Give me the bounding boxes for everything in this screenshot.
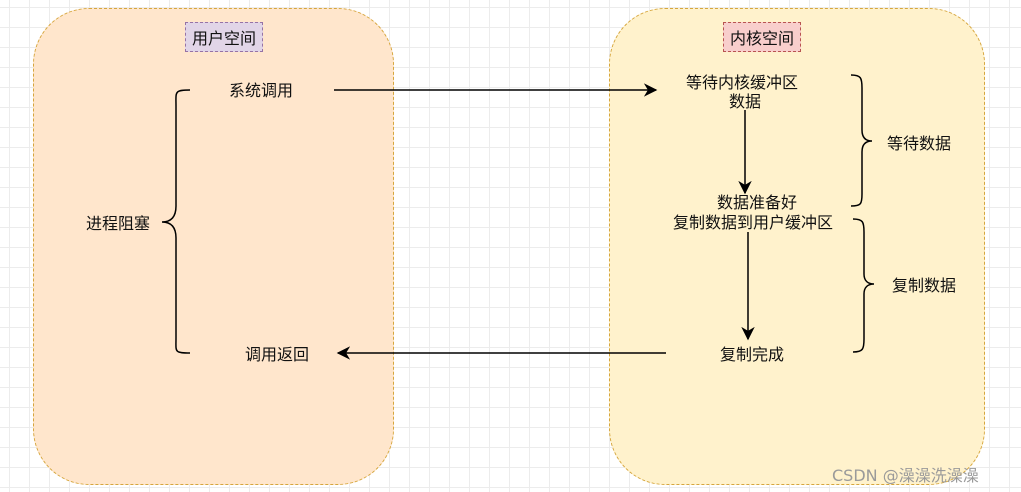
blocked-label: 进程阻塞	[86, 214, 151, 233]
data-ready-label: 数据准备好	[717, 193, 798, 212]
user-space-title: 用户空间	[185, 22, 264, 52]
kernel-space-title: 内核空间	[723, 22, 802, 52]
user-space-panel	[33, 8, 394, 485]
wait-buffer-label-line1: 等待内核缓冲区	[686, 73, 799, 92]
watermark: CSDN @澡澡洗澡澡	[832, 466, 979, 485]
copy-done-label: 复制完成	[720, 345, 785, 364]
wait-data-brace	[850, 74, 873, 207]
copy-data-brace	[852, 218, 875, 353]
return-label: 调用返回	[245, 345, 310, 364]
wait-buffer-label-line2: 数据	[729, 92, 762, 111]
kernel-space-panel	[609, 8, 985, 485]
copy-data-label: 复制数据	[892, 276, 957, 295]
wait-data-label: 等待数据	[887, 134, 952, 153]
syscall-label: 系统调用	[229, 81, 294, 100]
copy-to-user-label: 复制数据到用户缓冲区	[673, 213, 834, 232]
blocked-brace	[161, 89, 191, 354]
